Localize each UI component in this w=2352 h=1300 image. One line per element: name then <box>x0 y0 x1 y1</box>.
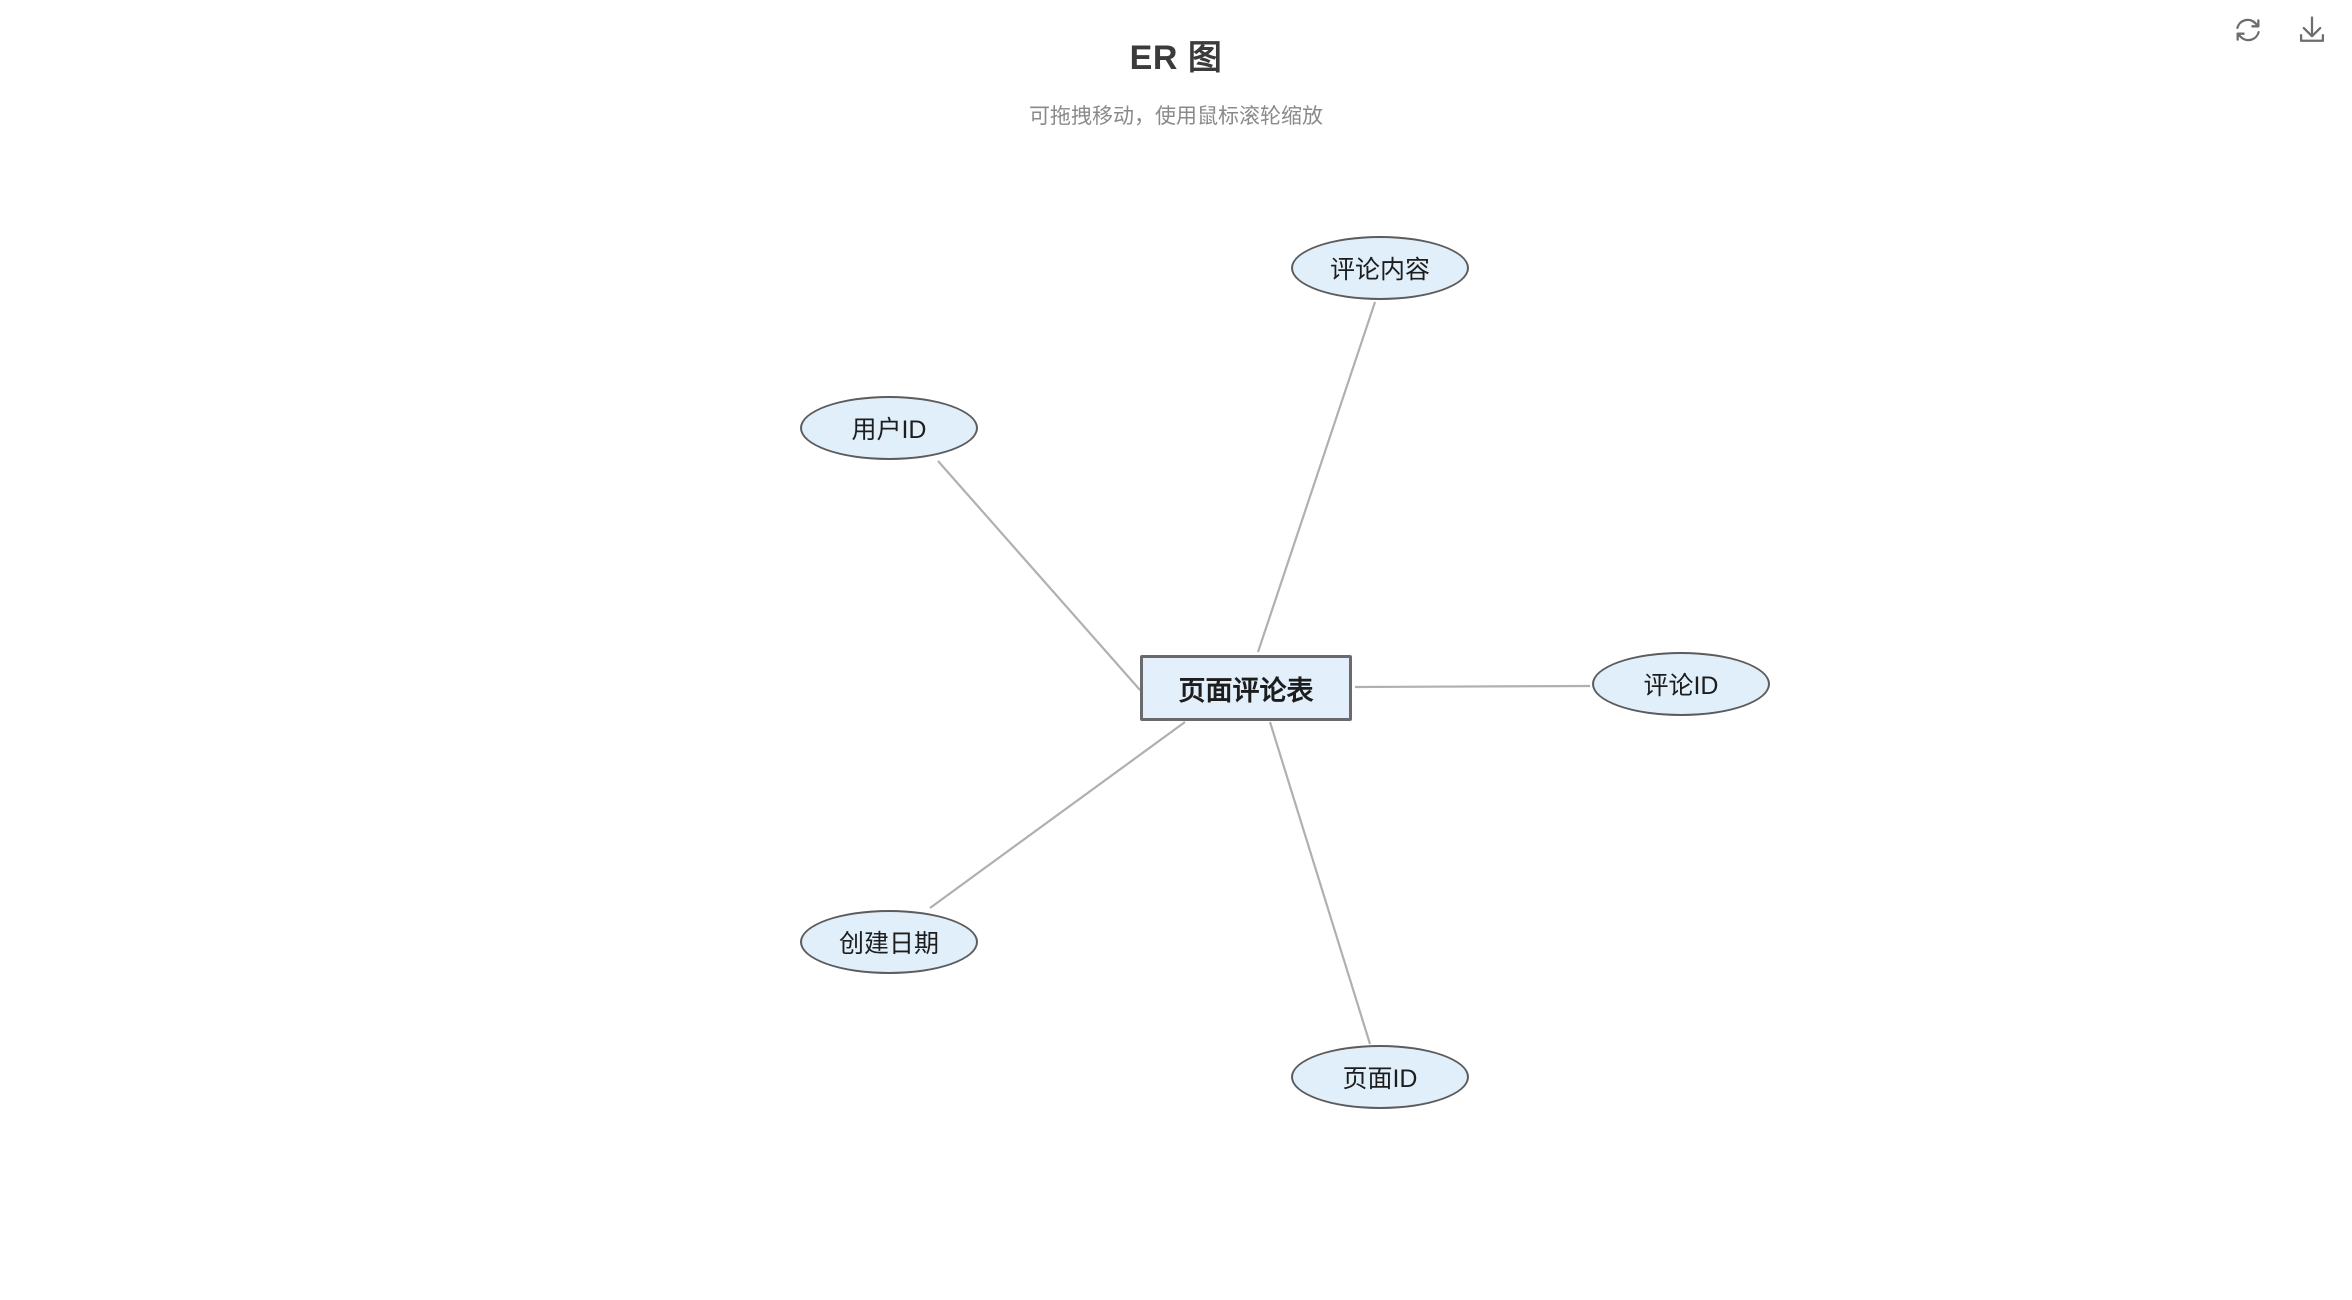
toolbar <box>2226 8 2334 52</box>
edge-entity-page-comment-table-to-attr-page-id <box>1268 721 1372 1045</box>
node-label: 页面评论表 <box>1178 675 1314 706</box>
node-label: 页面ID <box>1342 1065 1418 1093</box>
node-label: 评论内容 <box>1329 256 1430 284</box>
reset-view-button[interactable] <box>2226 8 2270 52</box>
edge-entity-page-comment-table-to-attr-create-date <box>929 721 1186 909</box>
download-button[interactable] <box>2290 8 2334 52</box>
node-label: 用户ID <box>851 416 927 444</box>
node-entity-page-comment-table[interactable]: 页面评论表 <box>1140 655 1352 721</box>
refresh-icon <box>2231 13 2265 47</box>
edge-entity-page-comment-table-to-attr-comment-content <box>1256 301 1377 653</box>
node-attr-user-id[interactable]: 用户ID <box>800 396 978 460</box>
edge-entity-page-comment-table-to-attr-user-id <box>937 460 1141 691</box>
node-label: 评论ID <box>1643 672 1719 700</box>
node-attr-page-id[interactable]: 页面ID <box>1291 1045 1469 1109</box>
node-attr-comment-id[interactable]: 评论ID <box>1592 652 1770 716</box>
node-attr-create-date[interactable]: 创建日期 <box>800 910 978 974</box>
edge-entity-page-comment-table-to-attr-comment-id <box>1354 684 1591 689</box>
download-icon <box>2295 13 2329 47</box>
node-attr-comment-content[interactable]: 评论内容 <box>1291 236 1469 300</box>
node-label: 创建日期 <box>838 930 939 958</box>
